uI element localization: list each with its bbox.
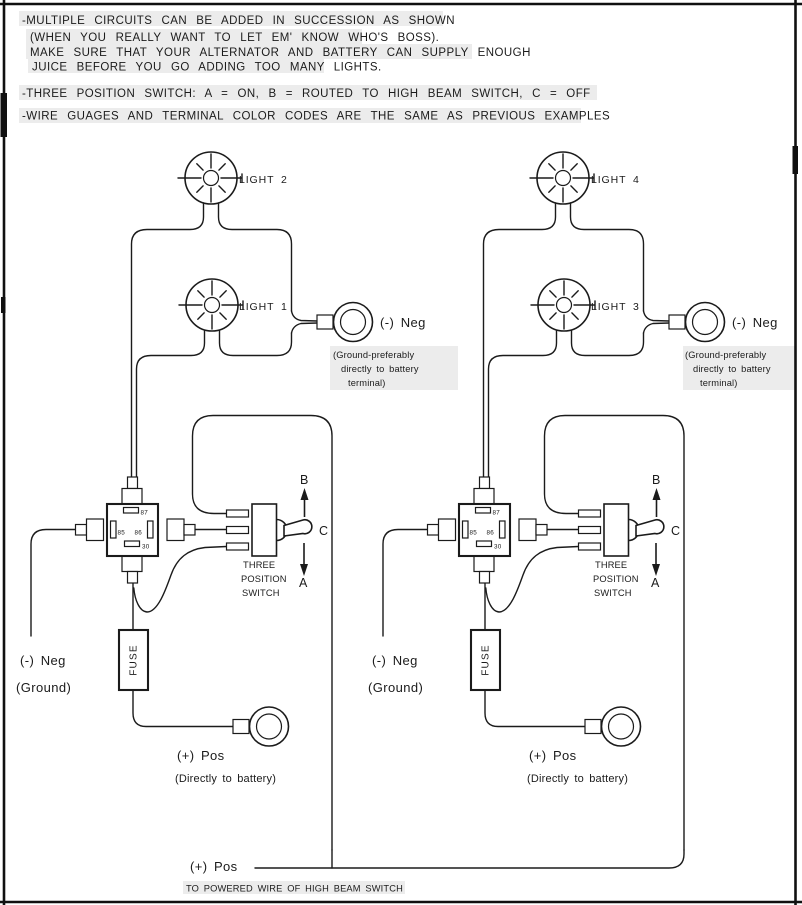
label-ground-note-2: directly to battery [341, 364, 419, 374]
label-neg-ground: (-) Neg [372, 653, 418, 668]
circuit-right-wiring [383, 152, 725, 850]
label-relay-30: 30 [142, 544, 150, 551]
label-pos-battery-note: (Directly to battery) [175, 773, 276, 785]
circuit-left-labels: LIGHT 2 LIGHT 1 (-) Neg (Ground-preferab… [16, 174, 426, 785]
footer-wiring [254, 849, 685, 869]
note-line-2: (WHEN YOU REALLY WANT TO LET EM' KNOW WH… [30, 32, 439, 44]
label-position-b: B [652, 473, 660, 487]
label-relay-87: 87 [493, 510, 501, 517]
label-position-c: C [319, 524, 328, 538]
scan-blob-left [0, 93, 7, 137]
circuit-right-labels: LIGHT 4 LIGHT 3 (-) Neg (Ground-preferab… [368, 174, 778, 785]
label-relay-30: 30 [494, 544, 502, 551]
label-switch-line2: POSITION [593, 574, 639, 584]
label-neg-terminal: (-) Neg [732, 315, 778, 330]
label-ground-note-1: (Ground-preferably [685, 350, 766, 360]
note-line-4: JUICE BEFORE YOU GO ADDING TOO MANY LIGH… [32, 62, 382, 74]
label-switch-line3: SWITCH [242, 588, 280, 598]
header-notes: -MULTIPLE CIRCUITS CAN BE ADDED IN SUCCE… [22, 15, 610, 123]
label-ground-note-1: (Ground-preferably [333, 350, 414, 360]
label-footer-pos: (+) Pos [190, 859, 238, 874]
wire-bottom-highbeam-bus [254, 849, 685, 869]
label-position-a: A [299, 576, 308, 590]
label-light-bottom: LIGHT 1 [239, 301, 288, 313]
label-switch-line1: THREE [243, 560, 275, 570]
note-line-6: -WIRE GUAGES AND TERMINAL COLOR CODES AR… [22, 111, 610, 123]
label-light-top: LIGHT 4 [591, 174, 640, 186]
label-ground-note-2: directly to battery [693, 364, 771, 374]
footer-labels: (+) Pos TO POWERED WIRE OF HIGH BEAM SWI… [186, 859, 403, 894]
label-light-bottom: LIGHT 3 [591, 301, 640, 313]
label-pos-battery: (+) Pos [529, 748, 577, 763]
label-pos-battery-note: (Directly to battery) [527, 773, 628, 785]
label-position-a: A [651, 576, 660, 590]
label-fuse: FUSE [129, 644, 140, 675]
note-line-5: -THREE POSITION SWITCH: A = ON, B = ROUT… [22, 88, 591, 100]
note-line-3: MAKE SURE THAT YOUR ALTERNATOR AND BATTE… [30, 47, 531, 59]
note-line-1: -MULTIPLE CIRCUITS CAN BE ADDED IN SUCCE… [22, 15, 455, 27]
label-neg-ground: (-) Neg [20, 653, 66, 668]
label-relay-85: 85 [118, 530, 126, 537]
label-switch-line3: SWITCH [594, 588, 632, 598]
label-switch-line2: POSITION [241, 574, 287, 584]
label-relay-86: 86 [487, 530, 495, 537]
label-ground-note-3: terminal) [700, 378, 738, 388]
label-fuse: FUSE [481, 644, 492, 675]
label-neg-ground-note: (Ground) [368, 680, 423, 695]
label-relay-86: 86 [135, 530, 143, 537]
label-ground-note-3: terminal) [348, 378, 386, 388]
label-position-c: C [671, 524, 680, 538]
label-neg-ground-note: (Ground) [16, 680, 71, 695]
label-relay-85: 85 [470, 530, 478, 537]
label-position-b: B [300, 473, 308, 487]
circuit-left-wiring [31, 152, 373, 850]
label-switch-line1: THREE [595, 560, 627, 570]
label-relay-87: 87 [141, 510, 149, 517]
label-pos-battery: (+) Pos [177, 748, 225, 763]
label-neg-terminal: (-) Neg [380, 315, 426, 330]
scan-blob-left2 [1, 297, 6, 313]
scan-blob-right [792, 146, 798, 174]
scan-shading [19, 11, 795, 894]
label-footer-note: TO POWERED WIRE OF HIGH BEAM SWITCH [186, 884, 403, 894]
label-light-top: LIGHT 2 [239, 174, 288, 186]
